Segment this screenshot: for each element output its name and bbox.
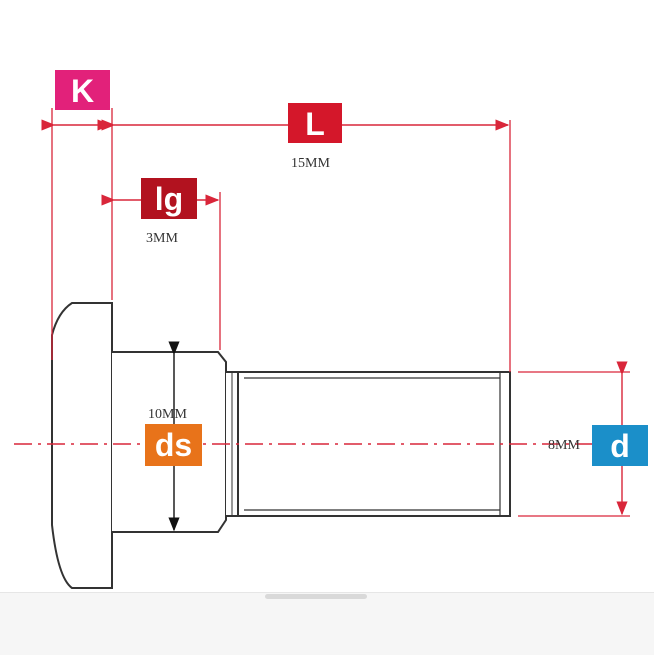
d-value: 8MM xyxy=(548,438,580,453)
l-label: L xyxy=(288,103,342,143)
lg-value: 3MM xyxy=(146,231,178,246)
ds-label-box xyxy=(145,424,202,466)
page-footer-bar xyxy=(0,592,654,655)
scroll-thumb[interactable] xyxy=(265,594,367,599)
l-label-box xyxy=(288,103,342,143)
lg-label: lg xyxy=(141,178,197,219)
k-label: K xyxy=(55,70,110,110)
ds-label: ds xyxy=(145,424,202,466)
ds-value: 10MM xyxy=(148,407,187,422)
k-label-text: K xyxy=(71,73,94,109)
k-label-box xyxy=(55,70,110,110)
ds-label-text: ds xyxy=(155,427,192,463)
bolt-outline xyxy=(51,302,511,589)
d-label-box xyxy=(592,425,648,466)
d-label-text: d xyxy=(610,428,630,464)
l-value: 15MM xyxy=(291,156,330,171)
bolt-head xyxy=(51,302,113,589)
lg-label-text: lg xyxy=(155,181,183,217)
lg-label-box xyxy=(141,178,197,219)
l-label-text: L xyxy=(305,106,325,142)
d-label: d xyxy=(592,425,648,466)
